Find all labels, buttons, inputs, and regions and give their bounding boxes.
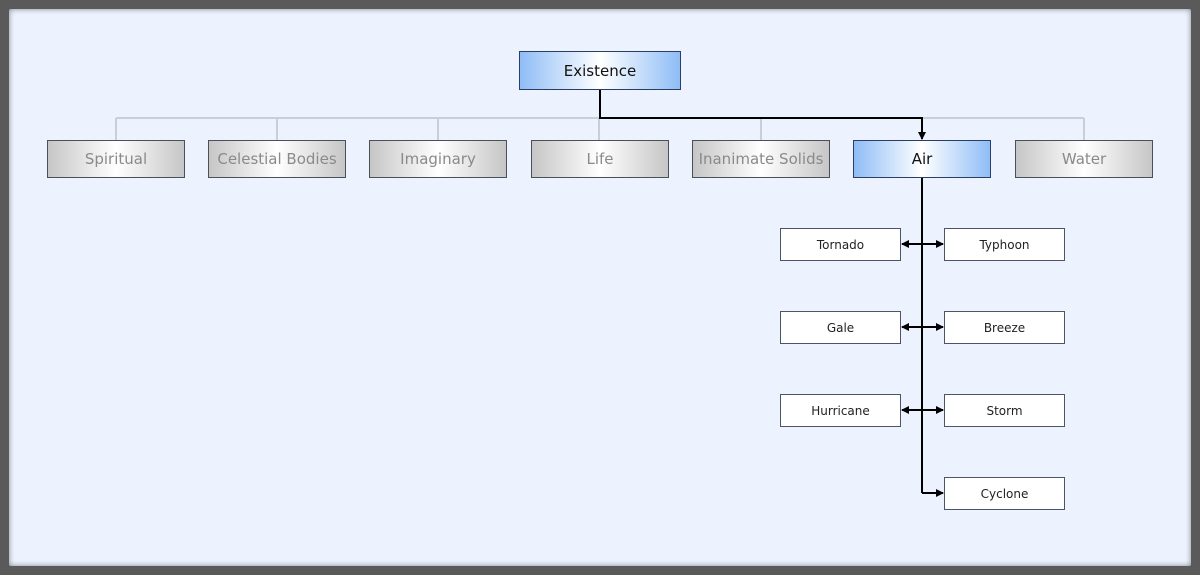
category-label: Inanimate Solids [698, 150, 824, 168]
faded-connectors [115, 117, 1085, 140]
leaf-cyclone[interactable]: Cyclone [944, 477, 1065, 510]
leaf-label: Tornado [816, 237, 865, 252]
category-water[interactable]: Water [1015, 140, 1153, 178]
category-celestial-bodies[interactable]: Celestial Bodies [208, 140, 346, 178]
category-label: Spiritual [84, 150, 148, 168]
leaf-gale[interactable]: Gale [780, 311, 901, 344]
category-label: Water [1061, 150, 1107, 168]
root-to-air-connector [599, 90, 926, 140]
category-inanimate-solids[interactable]: Inanimate Solids [692, 140, 830, 178]
active-connectors [599, 90, 944, 497]
category-air[interactable]: Air [853, 140, 991, 178]
root-node-existence[interactable]: Existence [519, 51, 681, 90]
leaf-label: Storm [986, 403, 1023, 418]
leaf-typhoon[interactable]: Typhoon [944, 228, 1065, 261]
category-label: Celestial Bodies [217, 150, 337, 168]
leaf-hurricane[interactable]: Hurricane [780, 394, 901, 427]
leaf-label: Hurricane [811, 403, 870, 418]
leaf-label: Cyclone [980, 486, 1029, 501]
leaf-tornado[interactable]: Tornado [780, 228, 901, 261]
category-label: Life [586, 150, 614, 168]
category-label: Air [911, 150, 933, 168]
category-label: Imaginary [400, 150, 476, 168]
leaf-breeze[interactable]: Breeze [944, 311, 1065, 344]
category-imaginary[interactable]: Imaginary [369, 140, 507, 178]
category-life[interactable]: Life [531, 140, 669, 178]
leaf-label: Gale [826, 320, 855, 335]
root-node-label: Existence [563, 61, 637, 80]
leaf-label: Typhoon [979, 237, 1030, 252]
leaf-storm[interactable]: Storm [944, 394, 1065, 427]
leaf-label: Breeze [983, 320, 1026, 335]
category-spiritual[interactable]: Spiritual [47, 140, 185, 178]
